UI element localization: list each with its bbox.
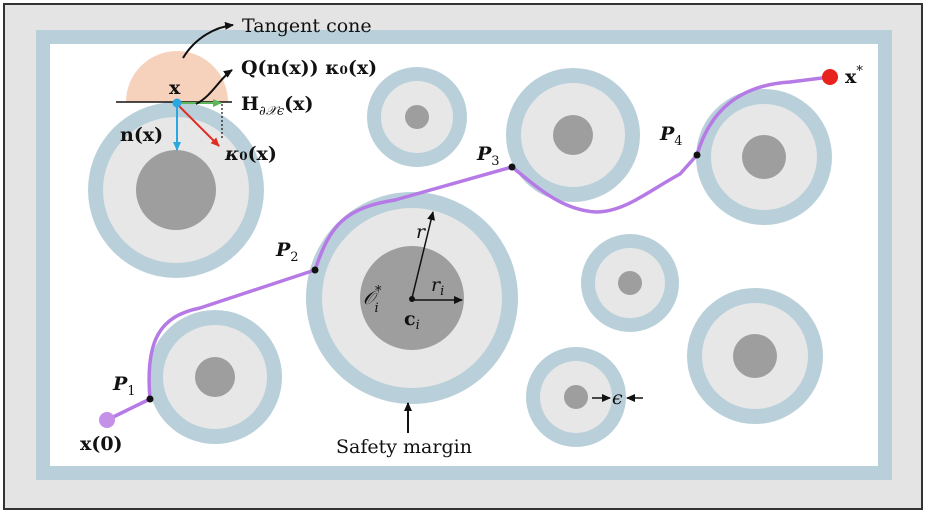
obstacle-p4 xyxy=(696,89,832,225)
obstacle-bottom-right xyxy=(687,288,823,424)
kappa-label: κ₀(x) xyxy=(224,143,277,165)
radius-r-arrow xyxy=(411,211,435,299)
obstacle-small-middle xyxy=(581,234,679,332)
center-ci-dot xyxy=(409,296,415,302)
normal-label: n(x) xyxy=(120,124,163,146)
obstacle-p1 xyxy=(148,310,282,444)
waypoint-p3-label: P3 xyxy=(476,143,500,169)
waypoint-p2-label: P2 xyxy=(275,239,299,265)
waypoint-p1-dot xyxy=(146,395,154,403)
waypoint-p1-label: P1 xyxy=(112,373,136,399)
start-label: x(0) xyxy=(80,433,123,455)
epsilon-label: ϵ xyxy=(612,387,623,409)
obstacle-topleft xyxy=(88,102,264,278)
tangent-cone-callout-arrow xyxy=(182,21,234,59)
trajectory-path xyxy=(106,75,831,422)
radius-r-label: r xyxy=(416,221,427,243)
obstacle-p3 xyxy=(506,68,640,202)
q-kappa-label: Q(n(x)) κ₀(x) xyxy=(241,57,377,79)
tangent-cone xyxy=(126,51,228,102)
obstacle-label: 𝒪*i xyxy=(363,284,382,316)
goal-label: x* xyxy=(845,64,863,88)
safety-margin-label: Safety margin xyxy=(336,436,472,458)
waypoint-p2-dot xyxy=(311,266,319,274)
point-x-dot xyxy=(172,98,182,108)
radius-ri-label: ri xyxy=(431,274,444,299)
waypoint-p3-dot xyxy=(508,163,516,171)
goal-point xyxy=(822,69,838,85)
start-point xyxy=(99,412,115,428)
point-x-label: x xyxy=(169,77,181,99)
kappa-arrow xyxy=(176,103,220,147)
waypoint-p4-label: P4 xyxy=(659,123,683,149)
q-kappa-callout-arrow xyxy=(195,69,233,105)
tangent-cone-label: Tangent cone xyxy=(242,15,372,37)
obstacle-small-top xyxy=(367,67,467,167)
waypoint-p4-dot xyxy=(693,151,701,159)
center-label: ci xyxy=(404,308,420,333)
obstacle-small-bottom xyxy=(526,347,626,447)
h-label: H∂𝒳ϵ(x) xyxy=(241,93,313,119)
